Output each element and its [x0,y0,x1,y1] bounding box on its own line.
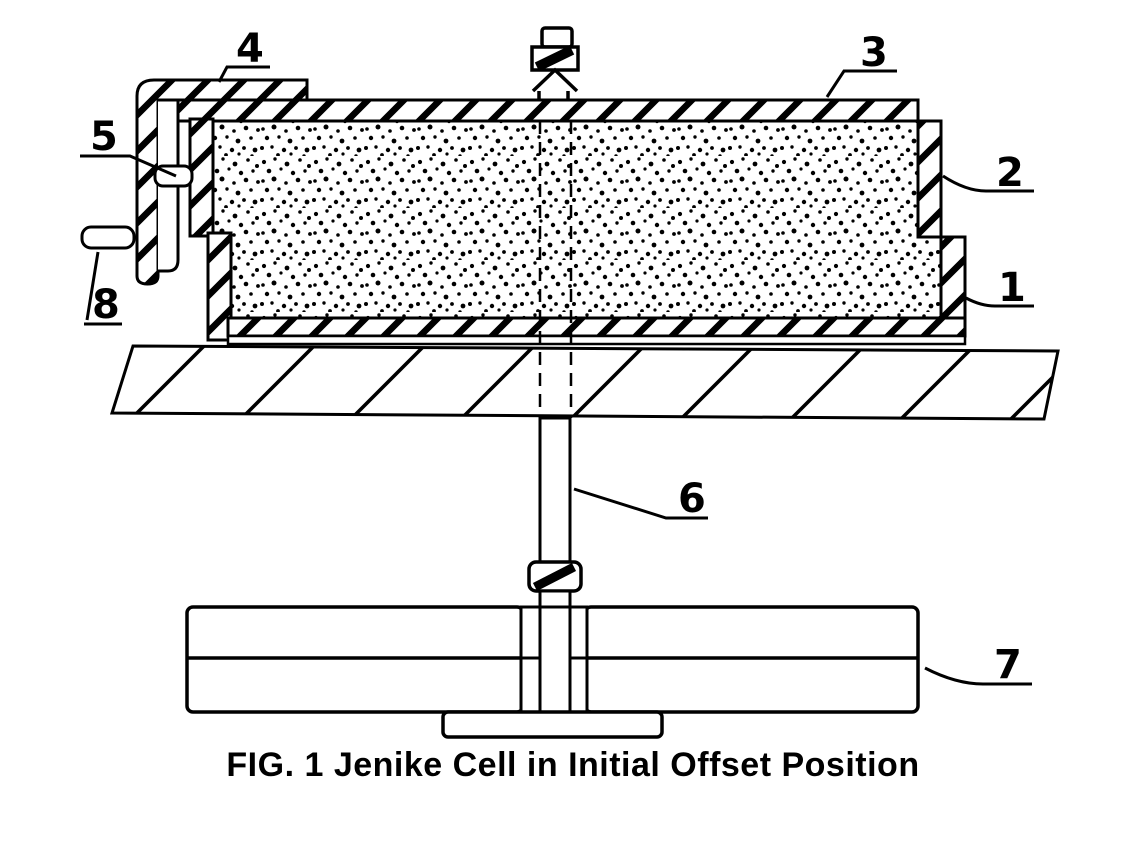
base-plate [109,344,1060,421]
side-pin [80,225,136,250]
part-labels: 4 5 8 3 2 1 6 7 [90,26,1026,688]
leader-7 [924,666,1032,686]
upper-ring-wall-right [916,119,943,239]
label-4: 4 [236,26,264,72]
label-3: 3 [860,30,888,76]
leader-8 [84,251,122,326]
leader-3 [825,69,897,98]
knob-cone [531,67,579,93]
leader-2 [942,174,1034,193]
leader-4 [217,65,270,83]
label-1: 1 [998,265,1026,311]
knob-cap [540,26,574,49]
hanger-bracket [135,78,309,286]
stem-rod-upper [538,416,572,566]
stem-collar-hatch [532,562,577,592]
label-5: 5 [90,114,118,160]
leader-5 [80,154,177,178]
lower-ring-wall-left [206,231,233,342]
lid-plate [166,98,920,123]
clamp-knob [530,26,580,101]
weight-disc-assembly [185,605,920,739]
cell-bottom-plate [226,316,967,338]
cell-bottom-flange [226,334,967,346]
leader-lines [80,65,1034,686]
label-6: 6 [678,476,706,522]
lower-ring-wall-right [939,235,967,324]
knob-nut-hatch [534,45,575,72]
figure-caption: FIG. 1 Jenike Cell in Initial Offset Pos… [226,746,920,784]
pedestal-foot [441,710,664,739]
label-7: 7 [994,642,1022,688]
powder-sample-fill [208,121,941,318]
label-8: 8 [92,282,120,328]
label-2: 2 [996,150,1024,196]
leader-1 [965,296,1034,308]
leader-6 [573,487,708,520]
stem-rod-through-disc [538,605,572,715]
